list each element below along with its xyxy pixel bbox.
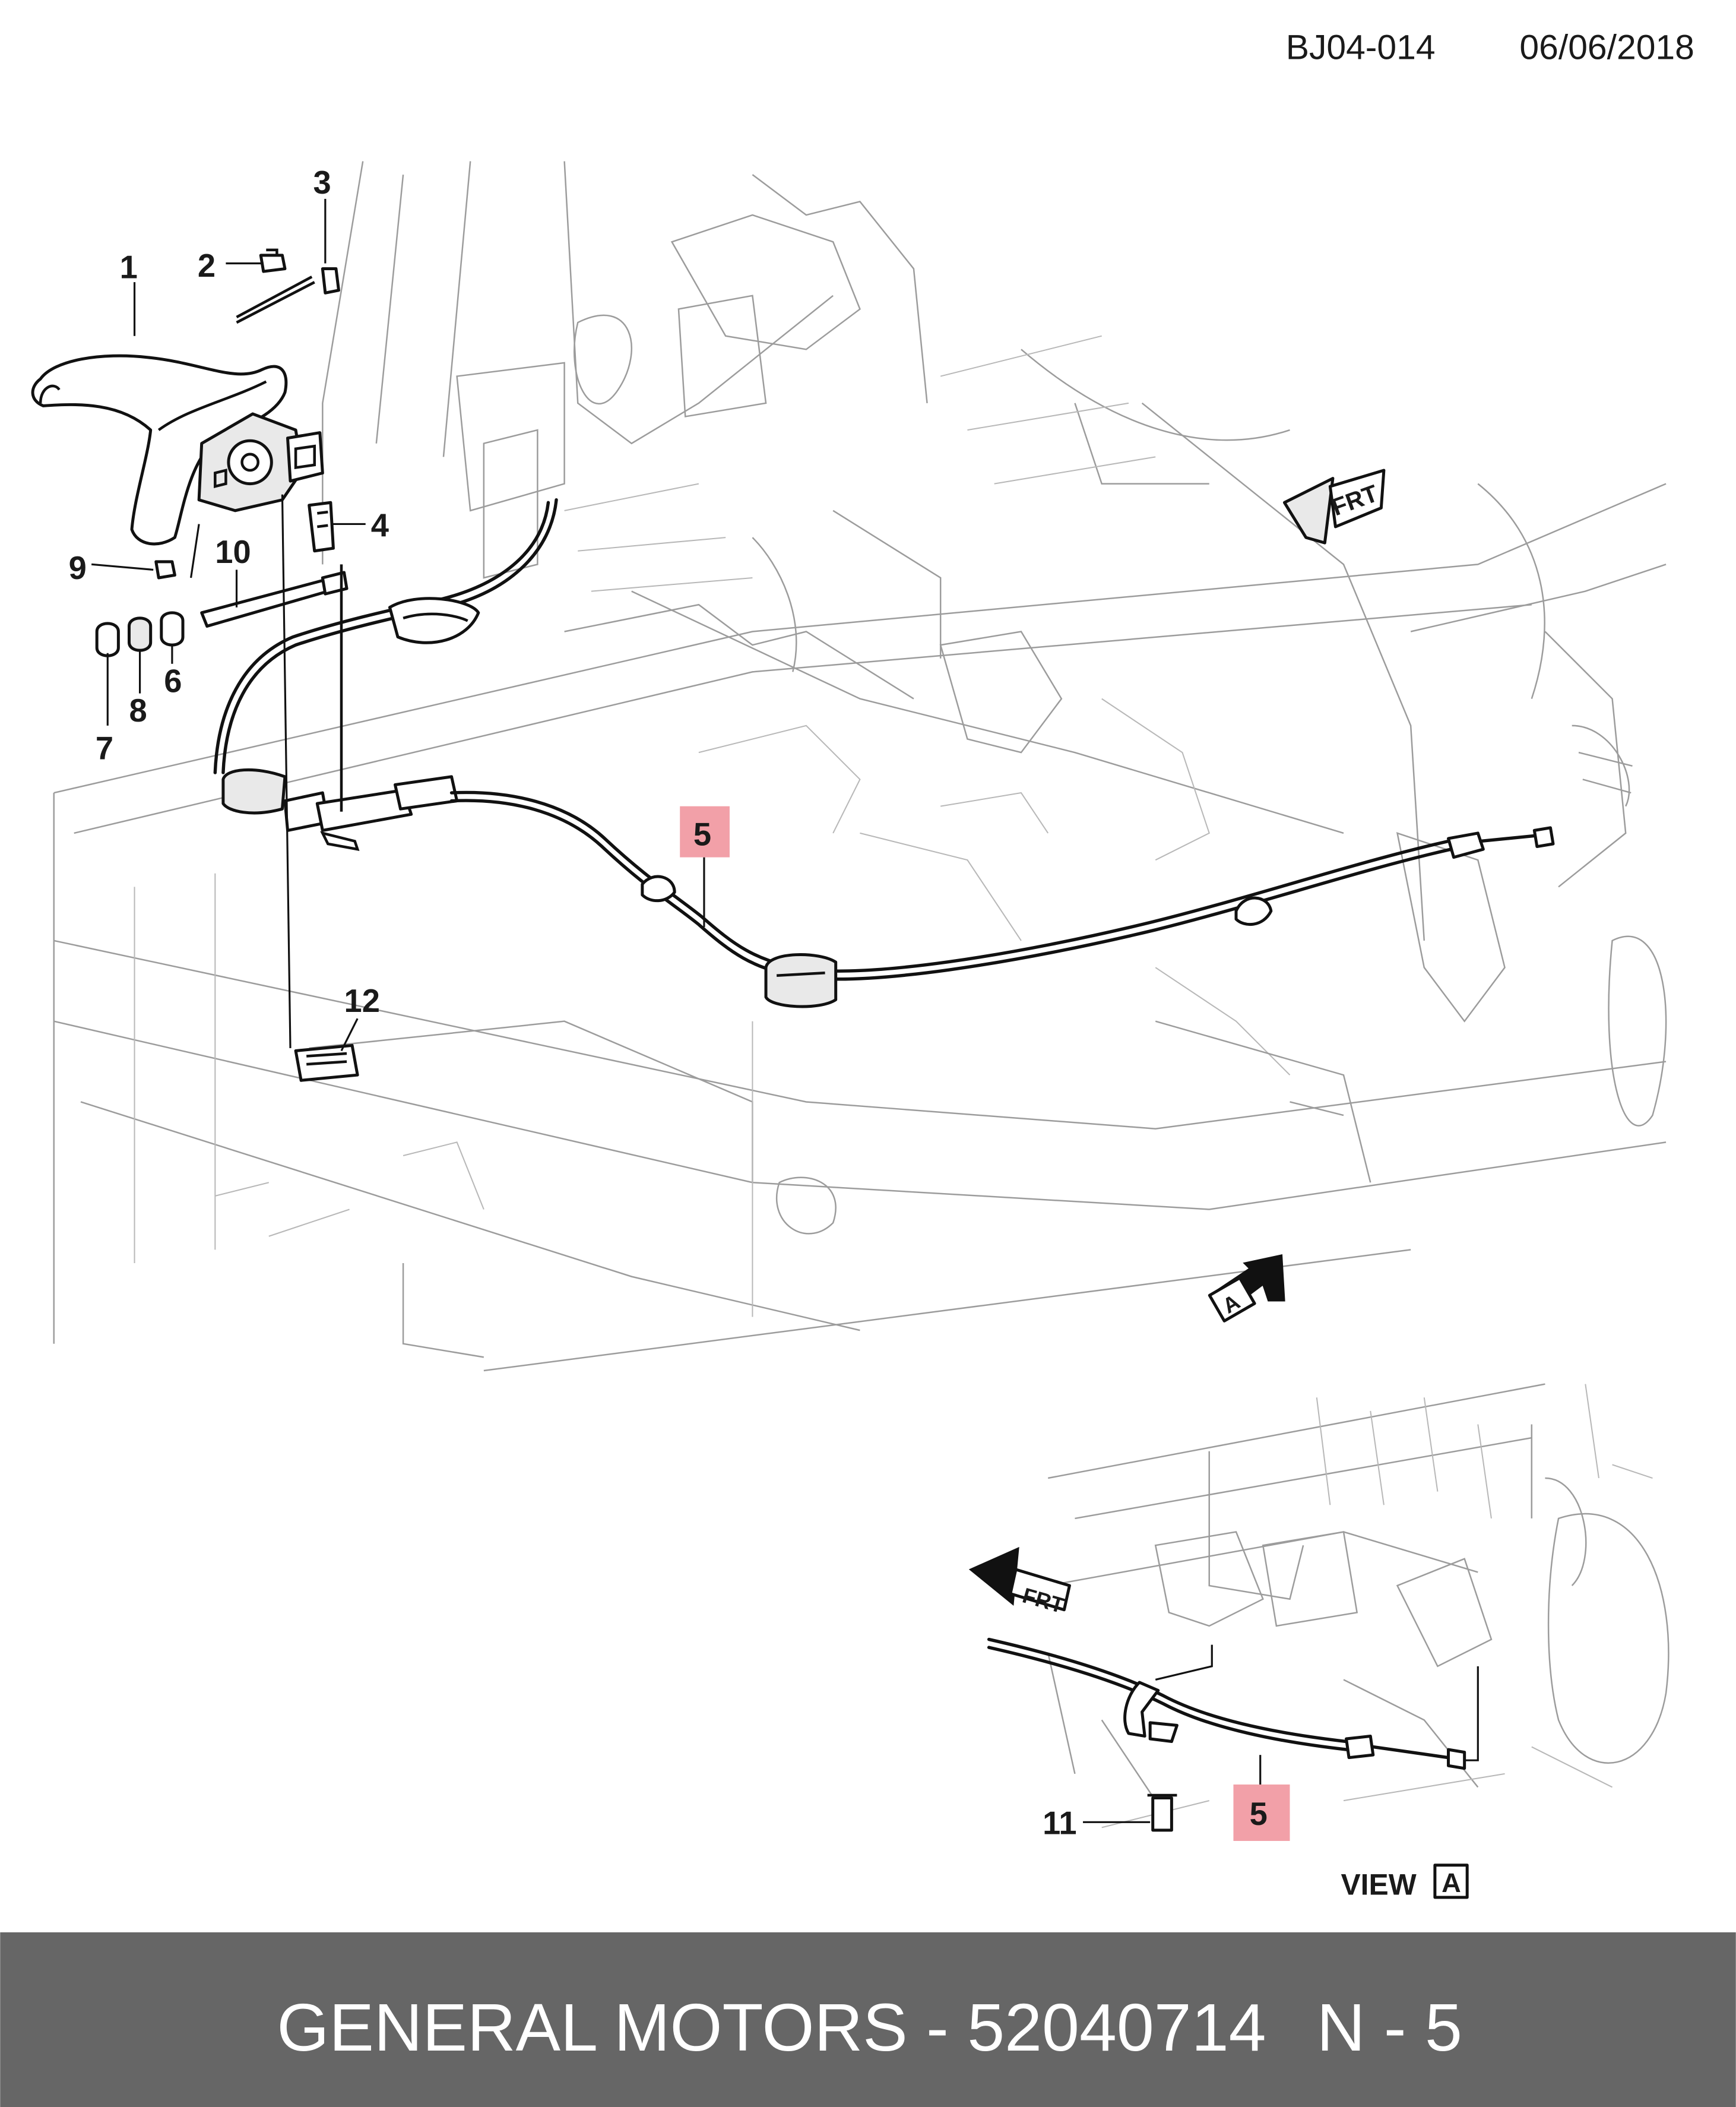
highlight-inset <box>1233 1784 1290 1841</box>
callout-numbers: 1 2 3 4 9 10 7 8 6 12 5 11 5 <box>69 164 1268 1842</box>
front-cable-assembly <box>213 498 558 851</box>
highlight-main <box>680 806 730 858</box>
callout-6: 6 <box>164 663 182 699</box>
rear-cable-main <box>449 799 1453 981</box>
inset-cable <box>987 1646 1348 1751</box>
callout-5-main: 5 <box>693 816 711 852</box>
callout-3: 3 <box>313 164 331 201</box>
equalizer-housing <box>221 768 287 815</box>
callout-7: 7 <box>96 730 113 766</box>
footer-bar: GENERAL MOTORS - 52040714 N - 5 <box>0 1932 1736 2107</box>
vehicle-floor-background <box>53 161 1667 1372</box>
clip-part-2 <box>259 254 287 273</box>
label-plate-part-12 <box>294 1043 359 1082</box>
bolt-part-11 <box>1151 1796 1173 1832</box>
rod-part-10 <box>200 579 330 628</box>
bracket-part-3 <box>321 267 340 295</box>
view-a-letter-box <box>1433 1864 1469 1899</box>
callout-10: 10 <box>215 534 251 570</box>
bolt-part-9 <box>154 560 176 580</box>
view-a-letter: A <box>1442 1868 1461 1898</box>
cable-end-fitting <box>1447 831 1485 859</box>
callout-11: 11 <box>1043 1805 1076 1842</box>
cable-clip-left <box>641 875 676 903</box>
footer-brand-part-number: GENERAL MOTORS - 52040714 <box>277 1990 1266 2065</box>
header: BJ04-014 06/06/2018 <box>1286 29 1694 67</box>
callout-5-inset: 5 <box>1250 1796 1268 1832</box>
footer-ref: N - 5 <box>1317 1990 1462 2065</box>
parking-brake-lever <box>31 354 324 546</box>
front-arrow-inset: FRT <box>968 1546 1071 1618</box>
lever-hardware <box>236 248 340 553</box>
callout-12: 12 <box>344 983 380 1019</box>
front-cable-grommet <box>388 597 480 644</box>
diagram-date: 06/06/2018 <box>1519 29 1694 67</box>
footer-background <box>0 1932 1736 2107</box>
cable-grommet-center <box>764 953 838 1008</box>
callout-8: 8 <box>129 692 147 729</box>
washer-part-7 <box>95 622 120 657</box>
diagram-code: BJ04-014 <box>1286 29 1436 67</box>
inset-cable-end <box>1345 1734 1375 1760</box>
rear-brake-cable <box>449 790 1555 1008</box>
front-arrow-main: FRT <box>1282 469 1386 545</box>
leader-lines <box>91 198 705 1052</box>
inset-cable-bracket <box>1123 1681 1160 1738</box>
callout-4: 4 <box>371 507 389 543</box>
nut-part-6 <box>160 611 185 647</box>
part-5-highlights <box>680 806 1290 1841</box>
small-parts-left <box>95 560 349 657</box>
bushing-part-8 <box>127 616 153 652</box>
view-a-label: VIEW <box>1341 1868 1416 1901</box>
view-a-inset: FRT VIEW A <box>968 1383 1670 1901</box>
view-direction-arrow: A <box>1208 1254 1285 1323</box>
callout-1: 1 <box>120 249 138 285</box>
wire-part-2 <box>236 281 315 324</box>
callout-9: 9 <box>69 550 87 586</box>
cable-clip-right <box>1234 896 1273 926</box>
callout-2: 2 <box>198 248 216 284</box>
